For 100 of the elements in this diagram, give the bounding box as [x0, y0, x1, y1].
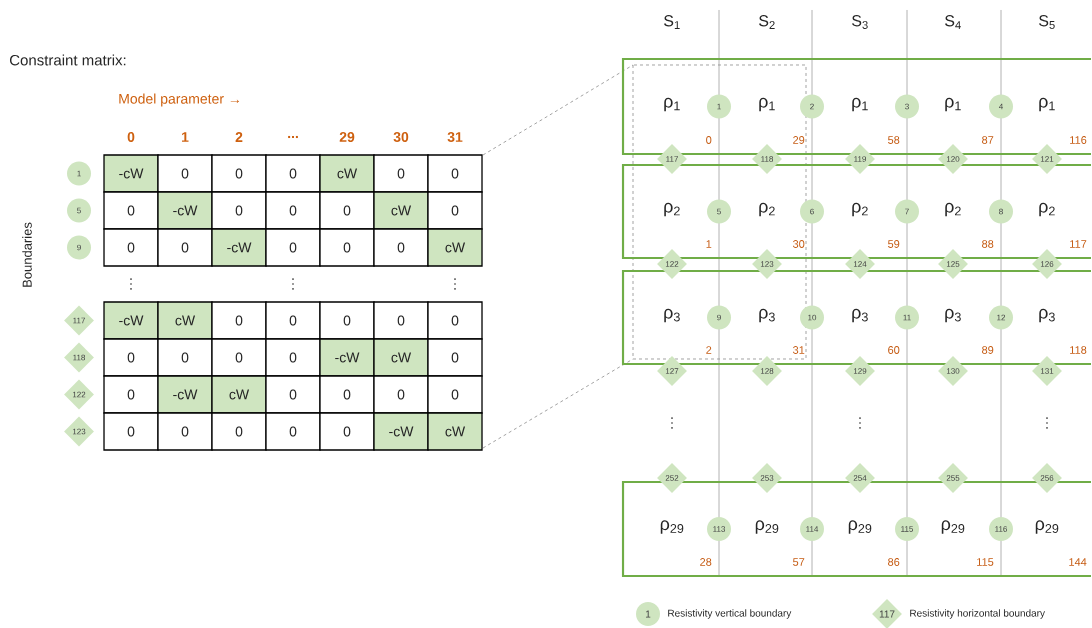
table-cell: cW	[157, 301, 213, 340]
ellipsis: ⋮	[292, 278, 294, 290]
parameter-index: 1	[706, 240, 712, 248]
ellipsis: ⋮	[671, 417, 673, 429]
resistivity-symbol: ρ$_{1}$	[1039, 97, 1055, 112]
table-cell: 0	[265, 338, 321, 377]
table-cell: cW	[427, 228, 483, 267]
table-cell: 0	[157, 338, 213, 377]
table-cell: -cW	[157, 191, 213, 230]
table-cell: 0	[103, 412, 159, 451]
legend-text: Resistivity vertical boundary	[668, 609, 792, 619]
parameter-index: 118	[1070, 346, 1087, 354]
parameter-index: 89	[982, 346, 994, 354]
table-cell: 0	[319, 301, 375, 340]
resistivity-symbol: ρ$_{29}$	[848, 520, 872, 534]
layer-band	[621, 163, 1091, 260]
parameter-index: 60	[888, 346, 900, 354]
table-cell: -cW	[103, 301, 159, 340]
parameter-index: 117	[1070, 240, 1087, 248]
table-cell: 0	[319, 228, 375, 267]
column-label: S$_{4}$	[945, 15, 961, 29]
column-label: S$_{5}$	[1039, 15, 1055, 29]
table-cell: -cW	[373, 412, 429, 451]
parameter-index: 88	[982, 240, 994, 248]
layer-band	[621, 269, 1091, 366]
resistivity-symbol: ρ$_{3}$	[759, 308, 775, 323]
resistivity-symbol: ρ$_{2}$	[852, 202, 868, 217]
table-cell: -cW	[211, 228, 267, 267]
resistivity-symbol: ρ$_{3}$	[1039, 308, 1055, 323]
column-label: S$_{1}$	[664, 15, 680, 29]
resistivity-symbol: ρ$_{2}$	[1039, 202, 1055, 217]
resistivity-symbol: ρ$_{29}$	[941, 520, 965, 534]
resistivity-symbol: ρ$_{1}$	[945, 97, 961, 112]
resistivity-symbol: ρ$_{3}$	[664, 308, 680, 323]
parameter-index: 144	[1069, 558, 1087, 566]
parameter-index: 31	[793, 346, 805, 354]
table-cell: 0	[265, 412, 321, 451]
ellipsis: ⋮	[859, 417, 861, 429]
resistivity-symbol: ρ$_{2}$	[945, 202, 961, 217]
table-cell: 0	[103, 228, 159, 267]
column-header: 30	[393, 132, 409, 142]
ellipsis: ⋮	[1046, 417, 1048, 429]
table-cell: 0	[103, 191, 159, 230]
heading: Constraint matrix:	[10, 54, 126, 66]
resistivity-symbol: ρ$_{2}$	[759, 202, 775, 217]
table-cell: 0	[427, 338, 483, 377]
parameter-index: 57	[793, 558, 805, 566]
table-cell: cW	[319, 154, 375, 193]
table-cell: 0	[373, 301, 429, 340]
parameter-index: 87	[982, 136, 994, 144]
table-cell: -cW	[157, 375, 213, 414]
column-header: 31	[447, 132, 463, 142]
resistivity-symbol: ρ$_{29}$	[660, 520, 684, 534]
axis-label: Boundaries	[22, 222, 32, 287]
column-label: S$_{3}$	[852, 15, 868, 29]
table-cell: 0	[373, 154, 429, 193]
table-cell: 0	[427, 154, 483, 193]
legend-text: Resistivity horizontal boundary	[910, 609, 1045, 619]
resistivity-symbol: ρ$_{1}$	[852, 97, 868, 112]
ellipsis: ⋮	[130, 278, 132, 290]
table-cell: cW	[211, 375, 267, 414]
table-cell: -cW	[103, 154, 159, 193]
table-cell: 0	[319, 412, 375, 451]
ellipsis: ⋮	[454, 278, 456, 290]
column-header: ...	[288, 135, 298, 139]
layer-band	[621, 480, 1091, 578]
resistivity-symbol: ρ$_{1}$	[664, 97, 680, 112]
table-cell: 0	[319, 191, 375, 230]
resistivity-symbol: ρ$_{29}$	[1035, 520, 1059, 534]
parameter-index: 2	[706, 346, 712, 354]
parameter-index: 86	[888, 558, 900, 566]
table-cell: 0	[427, 375, 483, 414]
axis-label: Model parameter →	[119, 93, 240, 107]
table-cell: 0	[103, 375, 159, 414]
resistivity-symbol: ρ$_{29}$	[755, 520, 779, 534]
parameter-index: 116	[1070, 136, 1087, 144]
table-cell: 0	[211, 191, 267, 230]
table-cell: 0	[265, 154, 321, 193]
table-cell: cW	[427, 412, 483, 451]
table-cell: 0	[427, 301, 483, 340]
table-cell: 0	[157, 154, 213, 193]
parameter-index: 115	[977, 558, 994, 566]
resistivity-symbol: ρ$_{1}$	[759, 97, 775, 112]
layer-band	[621, 57, 1091, 156]
table-cell: -cW	[319, 338, 375, 377]
table-cell: 0	[265, 228, 321, 267]
table-cell: 0	[157, 412, 213, 451]
resistivity-symbol: ρ$_{3}$	[852, 308, 868, 323]
parameter-index: 28	[700, 558, 712, 566]
table-cell: 0	[103, 338, 159, 377]
table-cell: 0	[211, 154, 267, 193]
resistivity-symbol: ρ$_{3}$	[945, 308, 961, 323]
column-header: 1	[182, 132, 189, 142]
table-cell: 0	[211, 412, 267, 451]
parameter-index: 0	[706, 136, 712, 144]
table-cell: 0	[211, 338, 267, 377]
column-label: S$_{2}$	[759, 15, 775, 29]
parameter-index: 59	[888, 240, 900, 248]
table-cell: 0	[373, 375, 429, 414]
parameter-index: 29	[793, 136, 805, 144]
